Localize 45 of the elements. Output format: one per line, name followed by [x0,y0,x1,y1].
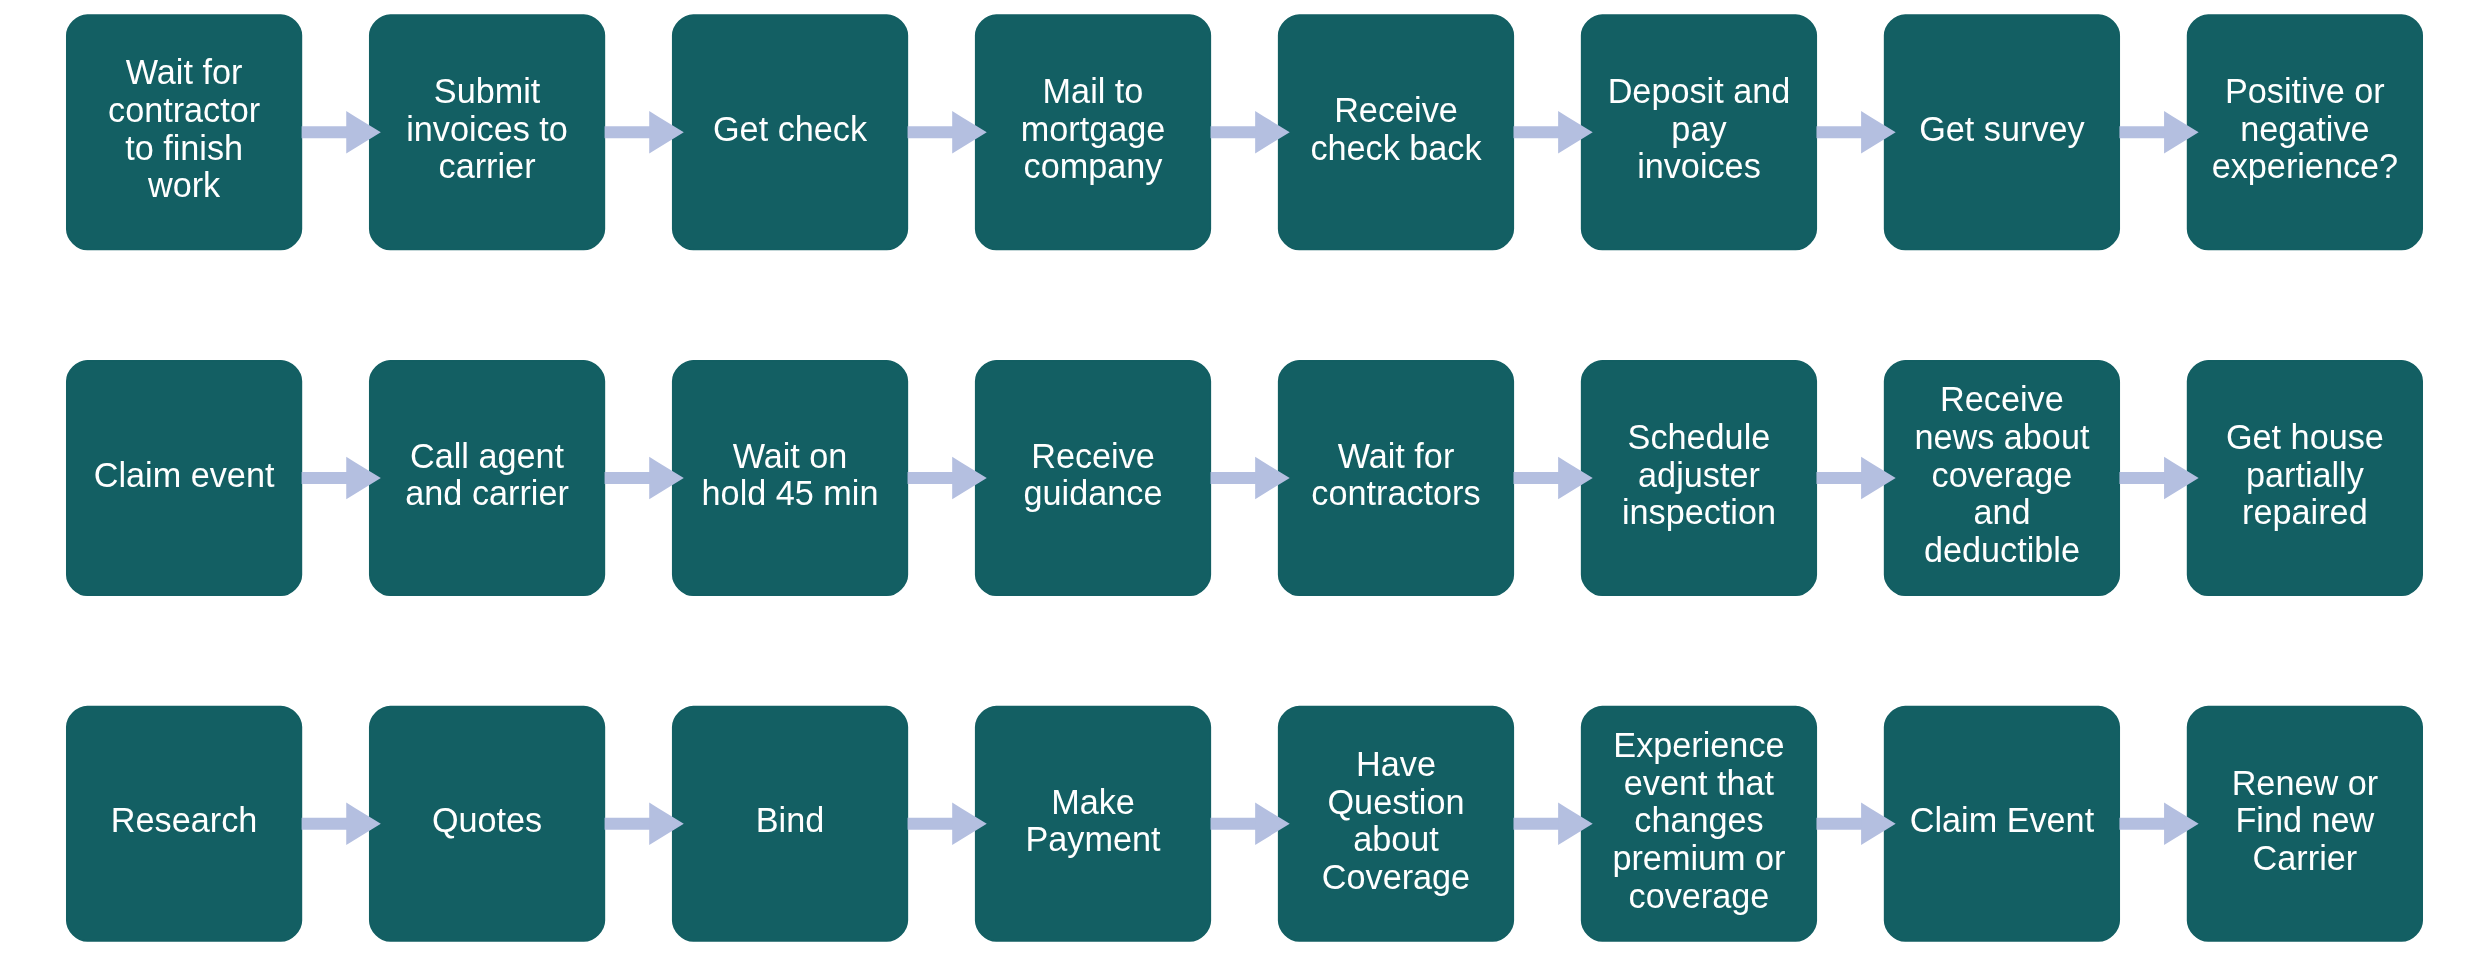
arrow [907,802,987,845]
arrow [1816,456,1896,500]
arrow [2119,456,2199,500]
node-box: Wait for contractor to finish work [66,14,303,251]
arrow [1513,111,1593,154]
arrow [604,456,684,500]
node-box: Positive or negative experience? [2186,14,2423,251]
arrow [301,111,381,154]
node-box: Receive check back [1277,14,1515,251]
arrow [1816,802,1896,845]
arrow [1210,456,1290,500]
arrow [1210,802,1290,845]
node-box: Make Payment [974,705,1212,942]
node-box: Research [66,705,303,942]
node-box: Get check [671,14,909,251]
node-box: Bind [671,705,909,942]
node-box: Get house partially repaired [2186,359,2423,597]
arrow [1210,111,1290,154]
node-box: Claim Event [1883,705,2121,942]
node-box: Call agent and carrier [368,359,606,597]
arrow [2119,802,2199,845]
arrow [301,456,381,500]
arrow [1513,456,1593,500]
node-box: Deposit and pay invoices [1580,14,1818,251]
node-box: Wait for contractors [1277,359,1515,597]
node-box: Mail to mortgage company [974,14,1212,251]
arrow [907,456,987,500]
node-box: Schedule adjuster inspection [1580,359,1818,597]
arrow [604,802,684,845]
arrow [1513,802,1593,845]
node-box: Have Question about Coverage [1277,705,1515,942]
node-box: Receive news about coverage and deductible [1883,359,2121,597]
arrow [2119,111,2199,154]
node-box: Renew or Find new Carrier [2186,705,2423,942]
node-box: Wait on hold 45 min [671,359,909,597]
node-box: Get survey [1883,14,2121,251]
arrow [604,111,684,154]
node-box: Quotes [368,705,606,942]
node-box: Claim event [66,359,303,597]
arrow [1816,111,1896,154]
arrow [907,111,987,154]
node-box: Submit invoices to carrier [368,14,606,251]
arrow [301,802,381,845]
node-box: Receive guidance [974,359,1212,597]
node-box: Experience event that changes premium or coverage [1580,705,1818,942]
